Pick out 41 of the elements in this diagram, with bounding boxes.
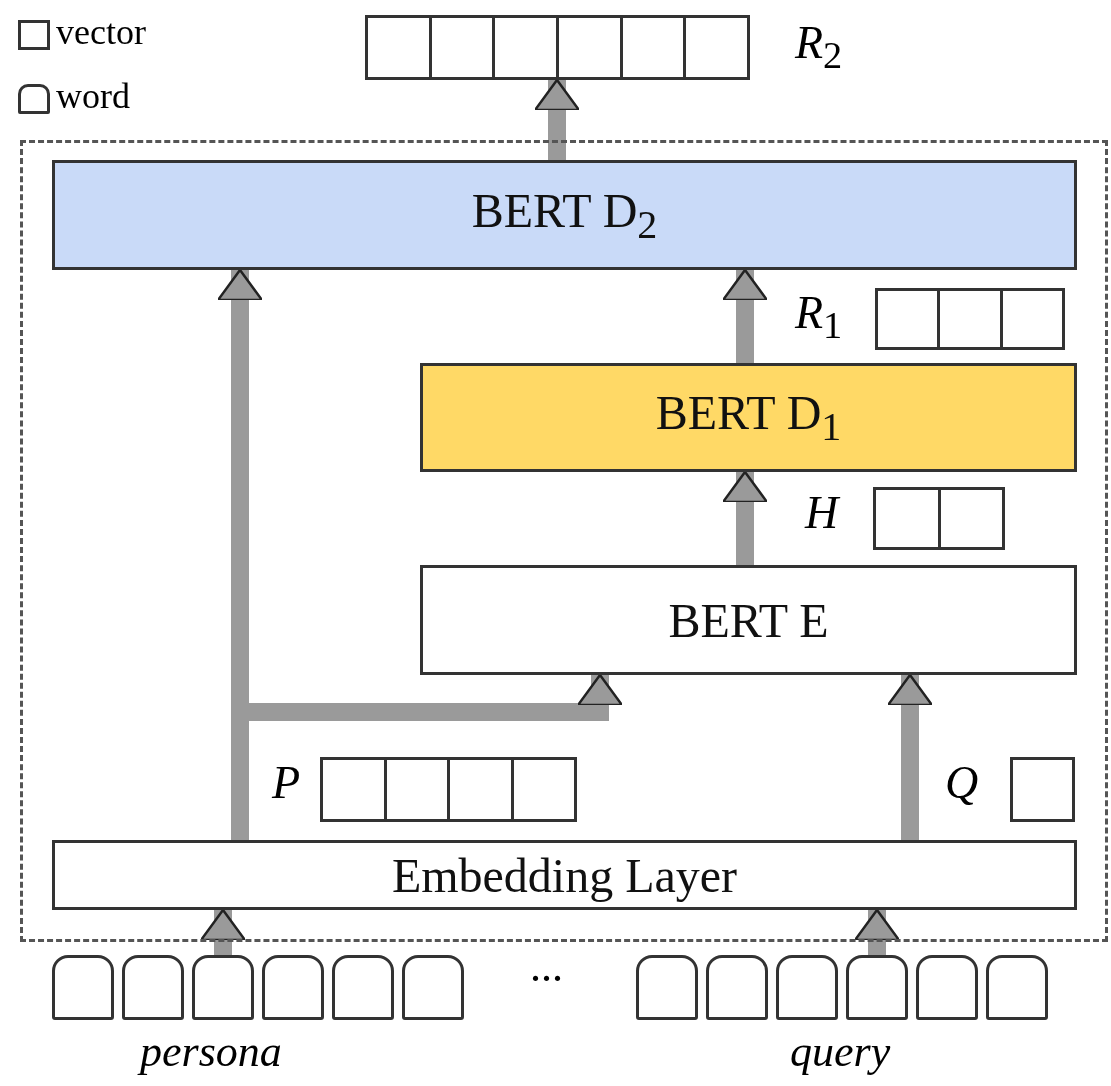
layer-box <box>52 160 1077 270</box>
arrow <box>533 78 581 160</box>
layer-label: Embedding Layer <box>391 847 738 903</box>
vector-bar <box>365 15 750 80</box>
word-token <box>776 955 838 1020</box>
legend-text: vector <box>56 14 146 50</box>
vector-bar <box>1010 757 1075 822</box>
arrow <box>721 470 769 565</box>
word-token <box>192 955 254 1020</box>
word-token <box>332 955 394 1020</box>
arrow <box>199 908 247 955</box>
word-token <box>706 955 768 1020</box>
arrow <box>721 268 769 363</box>
word-token <box>986 955 1048 1020</box>
layer-label: BERT D$_{1}$ <box>655 385 842 450</box>
layer-box <box>420 363 1077 472</box>
layer-box <box>52 840 1077 910</box>
word-token <box>402 955 464 1020</box>
vector-label: R$_{1}$ <box>795 290 843 345</box>
vector-bar <box>875 288 1065 350</box>
word-token <box>636 955 698 1020</box>
layer-label: BERT D$_{2}$ <box>471 182 658 248</box>
legend-text: word <box>56 78 130 114</box>
word-token <box>846 955 908 1020</box>
word-token <box>122 955 184 1020</box>
layer-box <box>420 565 1077 675</box>
vector-label: P <box>272 760 301 806</box>
word-token <box>52 955 114 1020</box>
dashed-frame <box>20 140 1108 942</box>
word-token <box>262 955 324 1020</box>
vector-label: R$_{2}$ <box>795 20 843 75</box>
arrow <box>853 908 901 955</box>
layer-label: BERT E <box>668 592 829 648</box>
word-token <box>916 955 978 1020</box>
vector-bar <box>320 757 577 822</box>
arrow <box>886 673 934 840</box>
vector-label: H <box>805 490 839 536</box>
ellipsis-text: ... <box>530 945 563 989</box>
vector-bar <box>873 487 1005 550</box>
vector-label: Q <box>945 760 979 806</box>
input-caption: query <box>790 1030 891 1074</box>
